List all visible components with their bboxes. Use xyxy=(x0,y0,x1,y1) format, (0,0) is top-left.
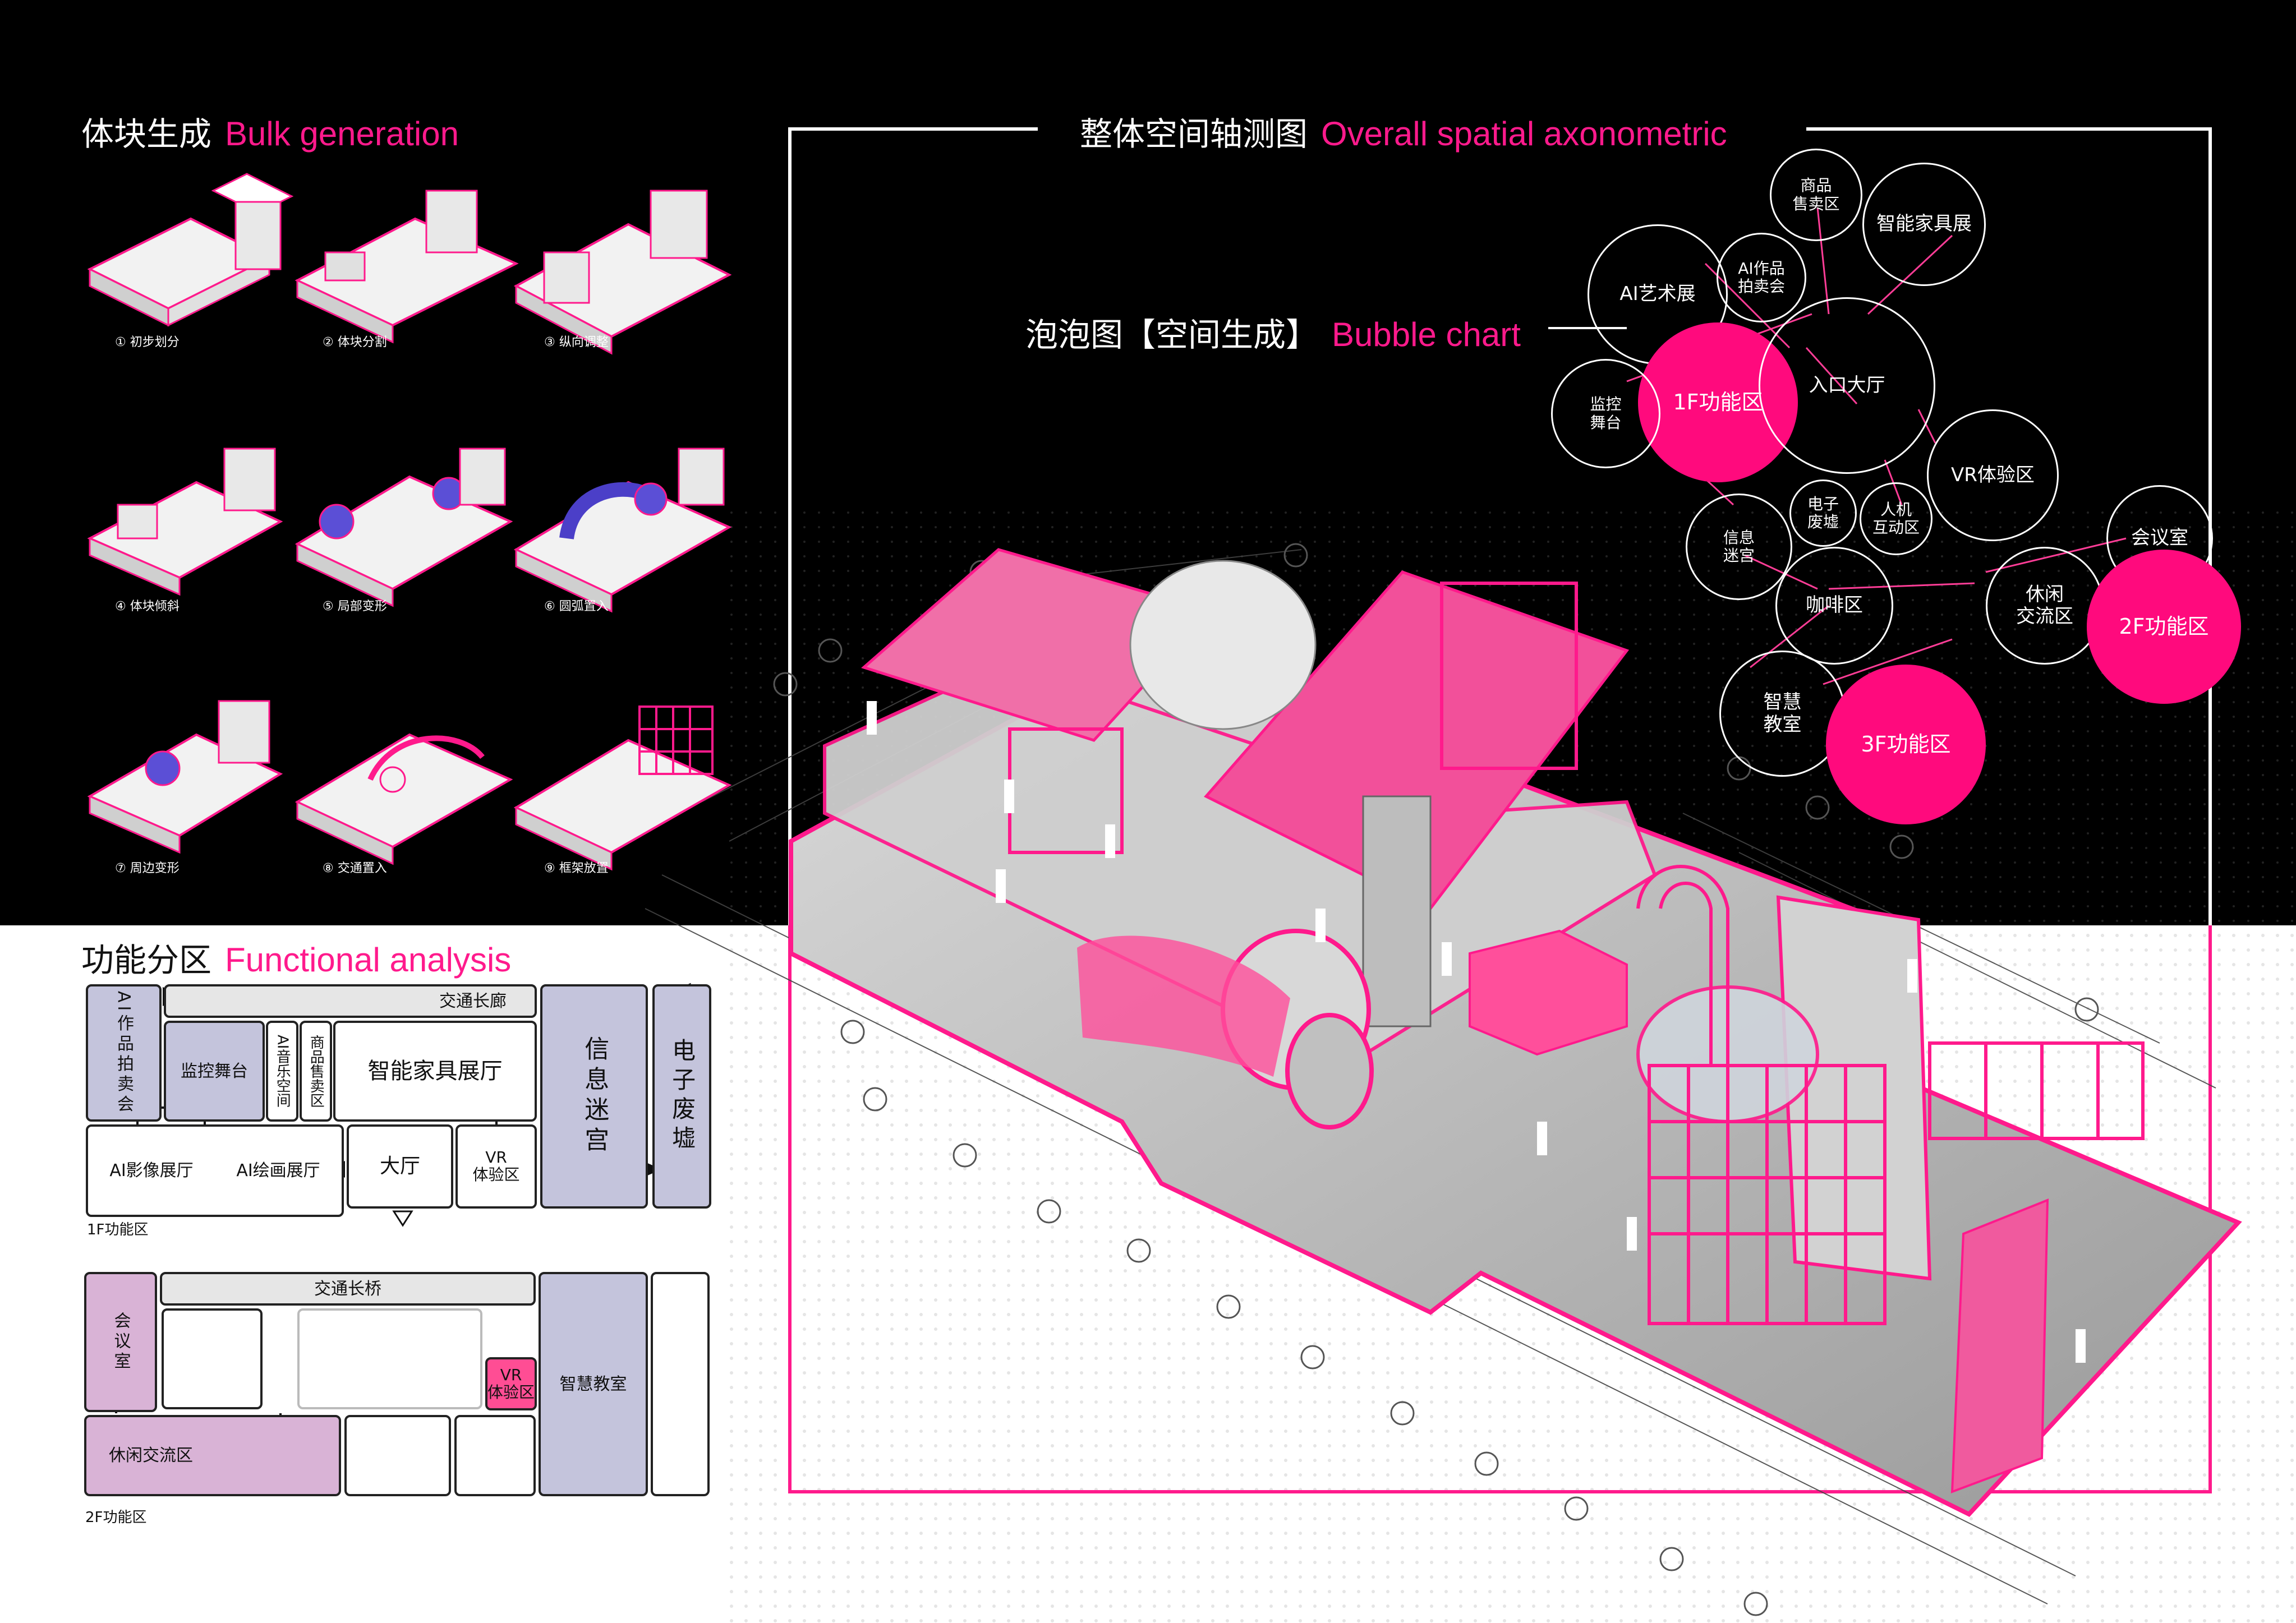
bulk-step-label-7: ⑦ 周边变形 xyxy=(115,861,180,875)
bulk-step-label-6: ⑥ 圆弧置入 xyxy=(544,600,609,614)
bubble-vr: VR体验区 xyxy=(1927,409,2059,541)
bulk-step-7 xyxy=(87,700,283,854)
fz-2f-bridge: 交通长桥 xyxy=(160,1272,536,1306)
bubble-title: 泡泡图【空间生成】 Bubble chart xyxy=(1025,308,1521,356)
fz-2f-room-b xyxy=(344,1415,451,1496)
fz-1f-smart-home-hall: 智能家具展厅 xyxy=(333,1021,537,1122)
bulk-step-label-8: ⑧ 交通置入 xyxy=(323,861,387,875)
bubble-smart-home: 智能家具展 xyxy=(1862,163,1986,286)
bulk-step-label-9: ⑨ 框架放置 xyxy=(544,861,609,875)
bulk-title: 体块生成 Bulk generation xyxy=(81,108,459,155)
bubble-title-en: Bubble chart xyxy=(1332,316,1521,353)
axon-title-en: Overall spatial axonometric xyxy=(1321,115,1727,153)
fz-1f-caption: 1F功能区 xyxy=(87,1221,149,1238)
axon-title: 整体空间轴测图 Overall spatial axonometric xyxy=(1080,108,1727,155)
bubble-2f-zone: 2F功能区 xyxy=(2087,550,2241,704)
functional-title-en: Functional analysis xyxy=(225,941,512,979)
fz-1f-ai-music: AI音乐空间 xyxy=(266,1021,298,1122)
fz-1f-info-maze: 信息迷宫 xyxy=(540,984,648,1209)
fz-2f-meeting: 会议室 xyxy=(84,1272,157,1412)
bubble-3f-zone: 3F功能区 xyxy=(1826,665,1986,824)
bubble-maze: 信息 迷宫 xyxy=(1686,494,1792,600)
bulk-title-cn: 体块生成 xyxy=(81,115,212,153)
bulk-step-label-1: ① 初步划分 xyxy=(115,335,180,349)
fz-2f-vr: VR 体验区 xyxy=(485,1357,537,1410)
fz-2f-room-c xyxy=(454,1415,536,1496)
bubble-lobby: 入口大厅 xyxy=(1759,297,1935,474)
fz-2f-side-room xyxy=(651,1272,710,1496)
axon-title-cn: 整体空间轴测图 xyxy=(1080,115,1308,153)
axis-bubbles xyxy=(773,543,2099,1616)
bubble-monitor-stage: 监控 舞台 xyxy=(1551,359,1660,468)
fz-1f-ewaste: 电子废墟 xyxy=(652,984,711,1209)
fz-2f-void xyxy=(297,1308,482,1409)
fz-1f-shop: 商品售卖区 xyxy=(300,1021,332,1122)
functional-title-cn: 功能分区 xyxy=(81,941,212,979)
fz-1f-exhibit-row: AI影像展厅 AI绘画展厅 xyxy=(86,1124,344,1217)
fz-1f-corridor: 交通长廊 xyxy=(164,984,537,1018)
bubble-lounge: 休闲 交流区 xyxy=(1986,547,2104,665)
fz-2f-caption: 2F功能区 xyxy=(85,1509,147,1526)
bulk-step-label-3: ③ 纵向调整 xyxy=(544,335,609,349)
fz-1f-monitor-stage: 监控舞台 xyxy=(164,1021,265,1122)
fz-2f-classroom: 智慧教室 xyxy=(539,1272,648,1496)
fz-2f-lounge: 休闲交流区 xyxy=(84,1415,341,1496)
bulk-step-5 xyxy=(295,448,513,607)
bubble-title-cn: 泡泡图【空间生成】 xyxy=(1025,316,1319,354)
fz-1f-ai-auction: AI作品拍卖会 xyxy=(86,984,162,1122)
bulk-step-label-2: ② 体块分割 xyxy=(323,335,387,349)
bulk-step-1 xyxy=(87,173,294,327)
fz-1f-vr: VR 体验区 xyxy=(455,1124,537,1209)
bulk-step-label-5: ⑤ 局部变形 xyxy=(323,600,387,614)
bulk-step-2 xyxy=(295,190,519,344)
bulk-steps-diagram xyxy=(87,173,732,871)
functional-title: 功能分区 Functional analysis xyxy=(81,934,511,981)
building-axonometric xyxy=(789,548,2242,1517)
bubble-hci: 人机 互动区 xyxy=(1860,482,1932,555)
bubble-shop: 商品 售卖区 xyxy=(1770,149,1862,241)
bulk-step-6 xyxy=(513,448,732,613)
bulk-step-4 xyxy=(87,448,283,596)
bubble-meeting: 会议室 xyxy=(2106,485,2213,592)
bulk-step-3 xyxy=(513,190,732,355)
bulk-step-label-4: ④ 体块倾斜 xyxy=(115,600,180,614)
fz-2f-room-a xyxy=(162,1308,263,1409)
fz-1f-lobby: 大厅 xyxy=(347,1124,453,1209)
bubble-ewaste: 电子 废墟 xyxy=(1789,479,1857,547)
fz-1f-ai-image: AI影像展厅 xyxy=(109,1161,194,1181)
bubble-cafe: 咖啡区 xyxy=(1775,547,1893,665)
bubble-ai-auction: AI作品 拍卖会 xyxy=(1717,233,1806,322)
bulk-title-en: Bulk generation xyxy=(225,115,459,153)
bulk-step-8 xyxy=(295,733,513,865)
fz-1f-ai-paint: AI绘画展厅 xyxy=(236,1161,320,1181)
bulk-step-9 xyxy=(513,706,732,871)
